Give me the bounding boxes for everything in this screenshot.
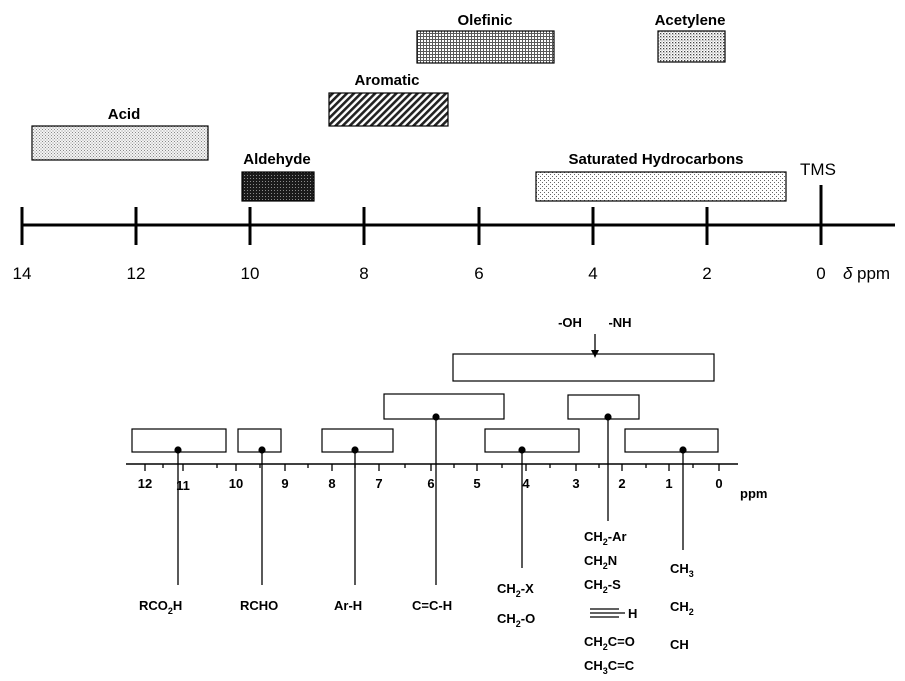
ch3-label: CH3 <box>670 561 694 579</box>
olefinic-region-label: Olefinic <box>457 12 512 29</box>
bottom-tick-label-5: 5 <box>473 476 480 491</box>
bottom-tick-label-11: 11 <box>176 478 190 493</box>
top-tick-label-12: 12 <box>127 264 146 283</box>
ch-label: CH <box>670 637 689 652</box>
top-tick-label-0: 0 <box>816 264 825 283</box>
ch3cc-label: CH3C=C <box>584 658 635 676</box>
top-tick-label-4: 4 <box>588 264 597 283</box>
acid-region-label: Acid <box>108 106 141 123</box>
triple-bond-icon <box>590 608 625 618</box>
saturated-region-label: Saturated Hydrocarbons <box>568 151 743 168</box>
bottom-ticks <box>144 464 720 471</box>
top-tick-label-6: 6 <box>474 264 483 283</box>
ch2x-range-box <box>484 428 580 453</box>
arh-label: Ar-H <box>334 598 362 613</box>
top-unit-ppm: ppm <box>857 264 890 283</box>
ch2ar-label: CH2-Ar <box>584 529 627 547</box>
alkyne-h-label: H <box>628 606 637 621</box>
aldehyde-region-bar <box>241 171 315 202</box>
ch2x-label: CH2-X <box>497 581 534 599</box>
acid-region-bar <box>31 125 209 161</box>
saturated-region-bar <box>535 171 787 202</box>
oh-nh-range-box <box>452 353 715 382</box>
ch2n-label: CH2N <box>584 553 617 571</box>
nh-label: -NH <box>608 315 631 330</box>
rcho-label: RCHO <box>240 598 278 613</box>
bottom-tick-label-0: 0 <box>715 476 722 491</box>
cch-label: C=C-H <box>412 598 452 613</box>
leader-lines <box>177 417 684 585</box>
bottom-tick-label-2: 2 <box>618 476 625 491</box>
acetylene-region-bar <box>657 30 726 63</box>
bottom-tick-label-3: 3 <box>572 476 579 491</box>
bottom-tick-label-4: 4 <box>522 476 530 491</box>
bottom-tick-label-6: 6 <box>427 476 434 491</box>
tms-label: TMS <box>800 160 836 179</box>
aromatic-region-label: Aromatic <box>354 72 419 89</box>
aldehyde-region-label: Aldehyde <box>243 151 311 168</box>
ch3-range-box <box>624 428 719 453</box>
ch2co-label: CH2C=O <box>584 634 635 652</box>
bottom-tick-label-12: 12 <box>138 476 152 491</box>
bottom-chart: -OH -NH <box>126 315 767 676</box>
top-tick-label-14: 14 <box>13 264 32 283</box>
ch2s-label: CH2-S <box>584 577 621 595</box>
bottom-tick-label-9: 9 <box>281 476 288 491</box>
bottom-tick-label-10: 10 <box>229 476 243 491</box>
ch2o-label: CH2-O <box>497 611 535 629</box>
bottom-tick-label-1: 1 <box>665 476 672 491</box>
ch2-label: CH2 <box>670 599 694 617</box>
top-chart: Acid Aldehyde Aromatic Olefinic Acetylen… <box>13 12 895 283</box>
bottom-tick-label-8: 8 <box>328 476 335 491</box>
oh-label: -OH <box>558 315 582 330</box>
top-unit-delta: δ <box>843 264 853 283</box>
cch-range-box <box>383 393 505 420</box>
top-tick-label-2: 2 <box>702 264 711 283</box>
aromatic-region-bar <box>328 92 449 127</box>
bottom-tick-label-7: 7 <box>375 476 382 491</box>
acetylene-region-label: Acetylene <box>655 12 726 29</box>
rco2h-label: RCO2H <box>139 598 182 616</box>
top-tick-label-10: 10 <box>241 264 260 283</box>
ch2ar-range-box <box>567 394 640 420</box>
oh-nh-marker <box>592 351 598 358</box>
olefinic-region-bar <box>416 30 555 64</box>
bottom-unit-label: ppm <box>740 486 767 501</box>
top-tick-label-8: 8 <box>359 264 368 283</box>
